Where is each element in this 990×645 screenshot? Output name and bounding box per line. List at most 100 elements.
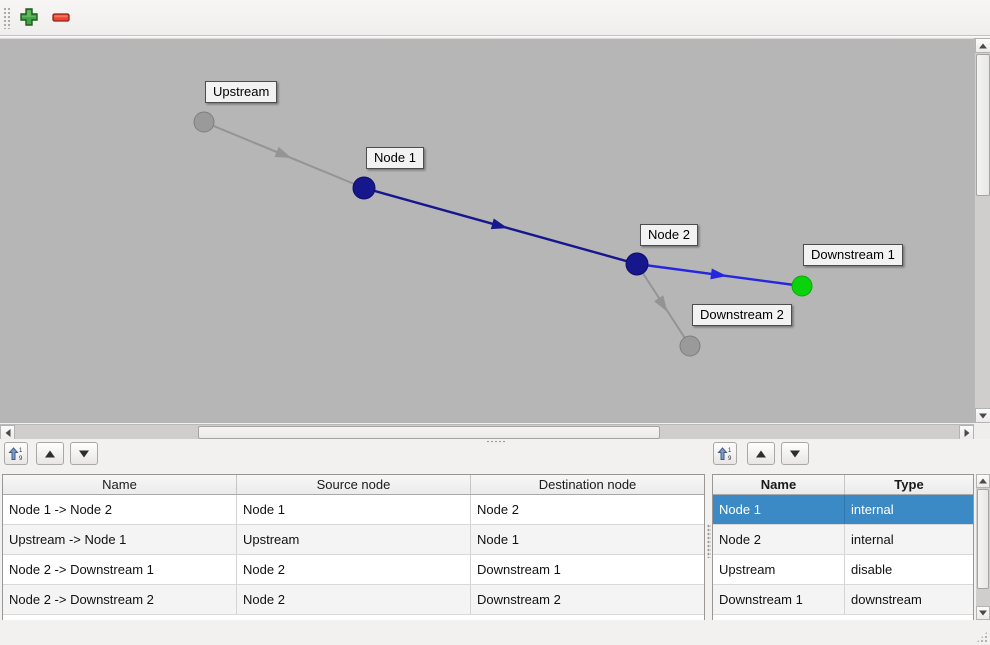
remove-button[interactable] [49,6,73,30]
tables-splitter[interactable] [706,474,711,620]
triangle-down-icon [979,413,987,418]
cell-type: downstream [850,592,922,607]
main-toolbar [0,0,990,36]
add-button[interactable] [17,6,41,30]
table-row[interactable]: Upstream -> Node 1 Upstream Node 1 [3,525,704,555]
arrowhead-icon [710,268,727,280]
minus-icon [52,12,70,22]
graph [193,111,813,357]
cell-type: internal [850,532,894,547]
table-row-selected[interactable]: Node 1 internal [713,495,973,525]
node-list-scrollbar[interactable] [976,474,990,620]
edge-list-table: Name Source node Destination node Node 1… [2,474,705,620]
column-header-name[interactable]: Name [3,475,237,494]
graph-node-downstream2[interactable] [679,335,701,357]
column-header-destination-node[interactable]: Destination node [538,477,637,492]
arrowhead-icon [274,146,292,159]
svg-text:1: 1 [19,448,23,454]
canvas-lists-splitter[interactable] [0,439,990,444]
column-header-type[interactable]: Type [894,477,924,492]
splitter-grip-icon [486,440,506,444]
table-row[interactable]: Downstream 1 downstream [713,585,973,615]
cell-source: Node 2 [237,585,471,614]
graph-node-node2[interactable] [625,252,649,276]
cell-source: Node 1 [237,495,471,524]
scroll-up-button[interactable] [975,38,990,53]
edge-list-move-down-button[interactable] [70,442,98,465]
splitter-grip-icon [707,524,711,558]
cell-name: Upstream -> Node 1 [3,525,237,554]
scroll-up-button[interactable] [976,474,990,488]
graph-node-node1[interactable] [352,176,376,200]
table-row[interactable]: Node 1 -> Node 2 Node 1 Node 2 [3,495,704,525]
scroll-down-button[interactable] [976,606,990,620]
cell-source: Upstream [237,525,471,554]
svg-text:9: 9 [728,456,732,462]
horizontal-scrollbar-thumb[interactable] [198,426,660,439]
node-table-header: Name Type [713,475,973,495]
empty-row-filler [713,615,973,620]
scroll-left-button[interactable] [0,425,15,440]
node-label-downstream1: Downstream 1 [803,244,903,266]
graph-node-downstream1[interactable] [791,275,813,297]
cell-name: Node 1 [713,495,845,524]
toolbar-drag-handle[interactable] [3,7,12,29]
move-up-icon [45,450,55,457]
cell-name: Node 2 -> Downstream 2 [3,585,237,614]
cell-source: Node 2 [237,555,471,584]
triangle-up-icon [979,43,987,48]
scrollbar-corner [974,424,990,439]
canvas-horizontal-scrollbar[interactable] [0,424,974,440]
node-label-node2: Node 2 [640,224,698,246]
graph-node-upstream[interactable] [193,111,215,133]
node-list-table: Name Type Node 1 internal Node 2 interna… [712,474,974,620]
node-label-downstream2: Downstream 2 [692,304,792,326]
node-list-sort-button[interactable]: 1 9 [713,442,737,465]
node-list-move-down-button[interactable] [781,442,809,465]
cell-destination: Node 1 [477,532,519,547]
triangle-up-icon [979,478,987,484]
canvas-vertical-scrollbar[interactable] [974,38,990,423]
table-row[interactable]: Node 2 -> Downstream 1 Node 2 Downstream… [3,555,704,585]
column-header-name[interactable]: Name [713,475,845,494]
scroll-down-button[interactable] [975,408,990,423]
triangle-left-icon [5,428,10,437]
triangle-right-icon [964,428,969,437]
empty-row-filler [3,615,704,620]
vertical-scrollbar-thumb[interactable] [977,489,989,589]
cell-destination: Downstream 1 [477,562,561,577]
window-resize-grip[interactable] [976,631,988,643]
node-list-move-up-button[interactable] [747,442,775,465]
move-up-icon [756,450,766,457]
table-row[interactable]: Node 2 -> Downstream 2 Node 2 Downstream… [3,585,704,615]
triangle-down-icon [979,610,987,616]
node-label-node1: Node 1 [366,147,424,169]
sort-ascending-icon: 1 9 [717,446,732,462]
arrowhead-icon [490,218,508,230]
cell-type: internal [850,502,894,517]
edge-table-header: Name Source node Destination node [3,475,704,495]
vertical-scrollbar-thumb[interactable] [976,54,990,196]
sort-ascending-icon: 1 9 [8,446,23,462]
table-row[interactable]: Upstream disable [713,555,973,585]
node-label-upstream: Upstream [205,81,278,103]
graph-canvas[interactable]: Upstream Node 1 Node 2 Downstream 1 Down… [0,38,974,423]
cell-destination: Node 2 [477,502,519,517]
arrowhead-icon [654,295,668,312]
cell-type: disable [850,562,893,577]
svg-text:1: 1 [728,448,732,454]
cell-name: Node 2 [713,525,845,554]
edge-list-move-up-button[interactable] [36,442,64,465]
svg-text:9: 9 [19,456,23,462]
cell-name: Downstream 1 [713,585,845,614]
table-row[interactable]: Node 2 internal [713,525,973,555]
plus-icon [20,7,38,26]
cell-destination: Downstream 2 [477,592,561,607]
scroll-right-button[interactable] [959,425,974,440]
cell-name: Upstream [713,555,845,584]
edge-list-sort-button[interactable]: 1 9 [4,442,28,465]
column-header-source-node[interactable]: Source node [237,475,471,494]
move-down-icon [79,450,89,457]
move-down-icon [790,450,800,457]
